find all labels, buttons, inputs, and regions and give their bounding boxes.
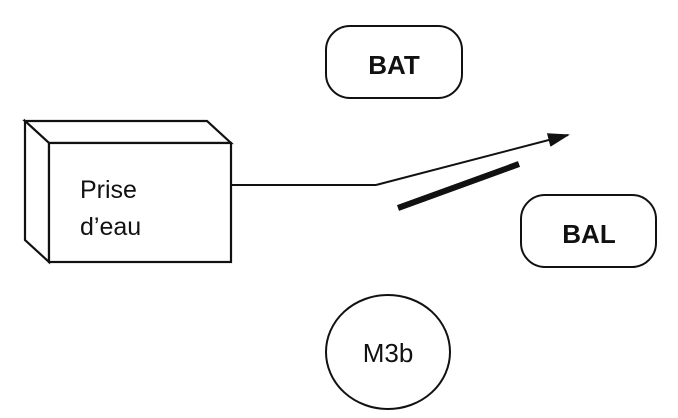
bal-box bbox=[520, 194, 657, 268]
bat-box bbox=[325, 25, 463, 99]
bat-label: BAT bbox=[368, 50, 420, 80]
prise-label-line1: Prise bbox=[80, 176, 137, 204]
bal-node: BAL bbox=[520, 194, 657, 268]
m3b-ellipse bbox=[325, 294, 451, 410]
switch-arrow bbox=[375, 133, 570, 186]
contact-bar bbox=[396, 161, 521, 211]
box-top-face bbox=[22, 119, 234, 145]
m3b-label: M3b bbox=[363, 338, 414, 368]
prise-label-line2: d’eau bbox=[80, 213, 141, 241]
prise-deau-box: Prise d’eau bbox=[22, 118, 234, 265]
m3b-node: M3b bbox=[325, 294, 451, 410]
box-front-face bbox=[47, 141, 233, 264]
box-side-face bbox=[23, 118, 51, 265]
bal-label: BAL bbox=[562, 219, 616, 249]
bat-node: BAT bbox=[325, 25, 463, 99]
